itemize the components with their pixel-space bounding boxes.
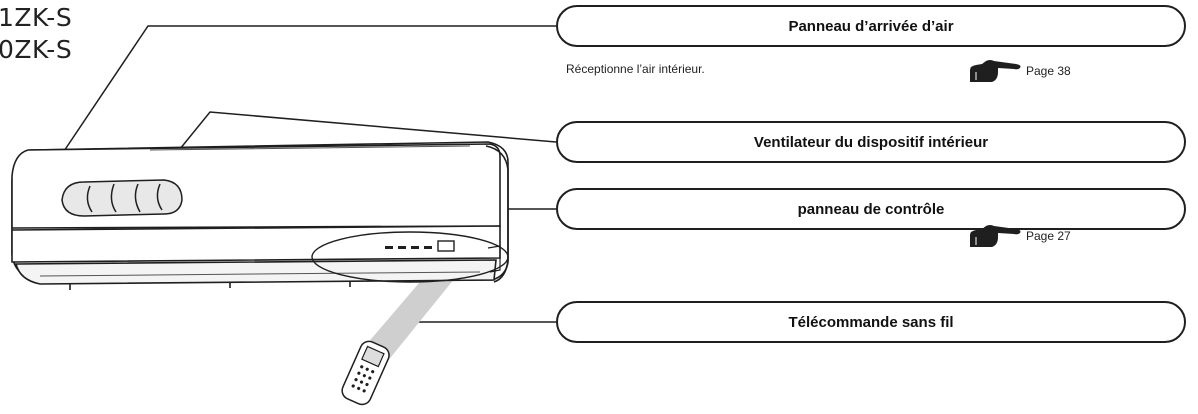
- air-inlet-description: Réceptionne l’air intérieur.: [566, 62, 705, 76]
- label-control-panel: panneau de contrôle: [556, 188, 1186, 230]
- remote-control: [341, 340, 390, 406]
- label-remote-control: Télécommande sans fil: [556, 301, 1186, 343]
- fan-grille: [61, 179, 183, 217]
- control-panel-area: [311, 231, 509, 283]
- model-number-1: 1ZK-S: [0, 3, 73, 32]
- label-indoor-fan: Ventilateur du dispositif intérieur: [556, 121, 1186, 163]
- page-ref-text: Page 38: [1026, 64, 1071, 78]
- page-ref-control-panel[interactable]: Page 27: [968, 223, 1071, 249]
- page-ref-air-inlet[interactable]: Page 38: [968, 58, 1071, 84]
- model-number-2: 0ZK-S: [0, 35, 73, 64]
- label-air-inlet-panel: Panneau d’arrivée d’air: [556, 5, 1186, 47]
- pointing-hand-icon: [970, 225, 1021, 247]
- page-ref-text: Page 27: [1026, 229, 1071, 243]
- ir-beam: [360, 262, 463, 362]
- pointing-hand-icon: [970, 60, 1021, 82]
